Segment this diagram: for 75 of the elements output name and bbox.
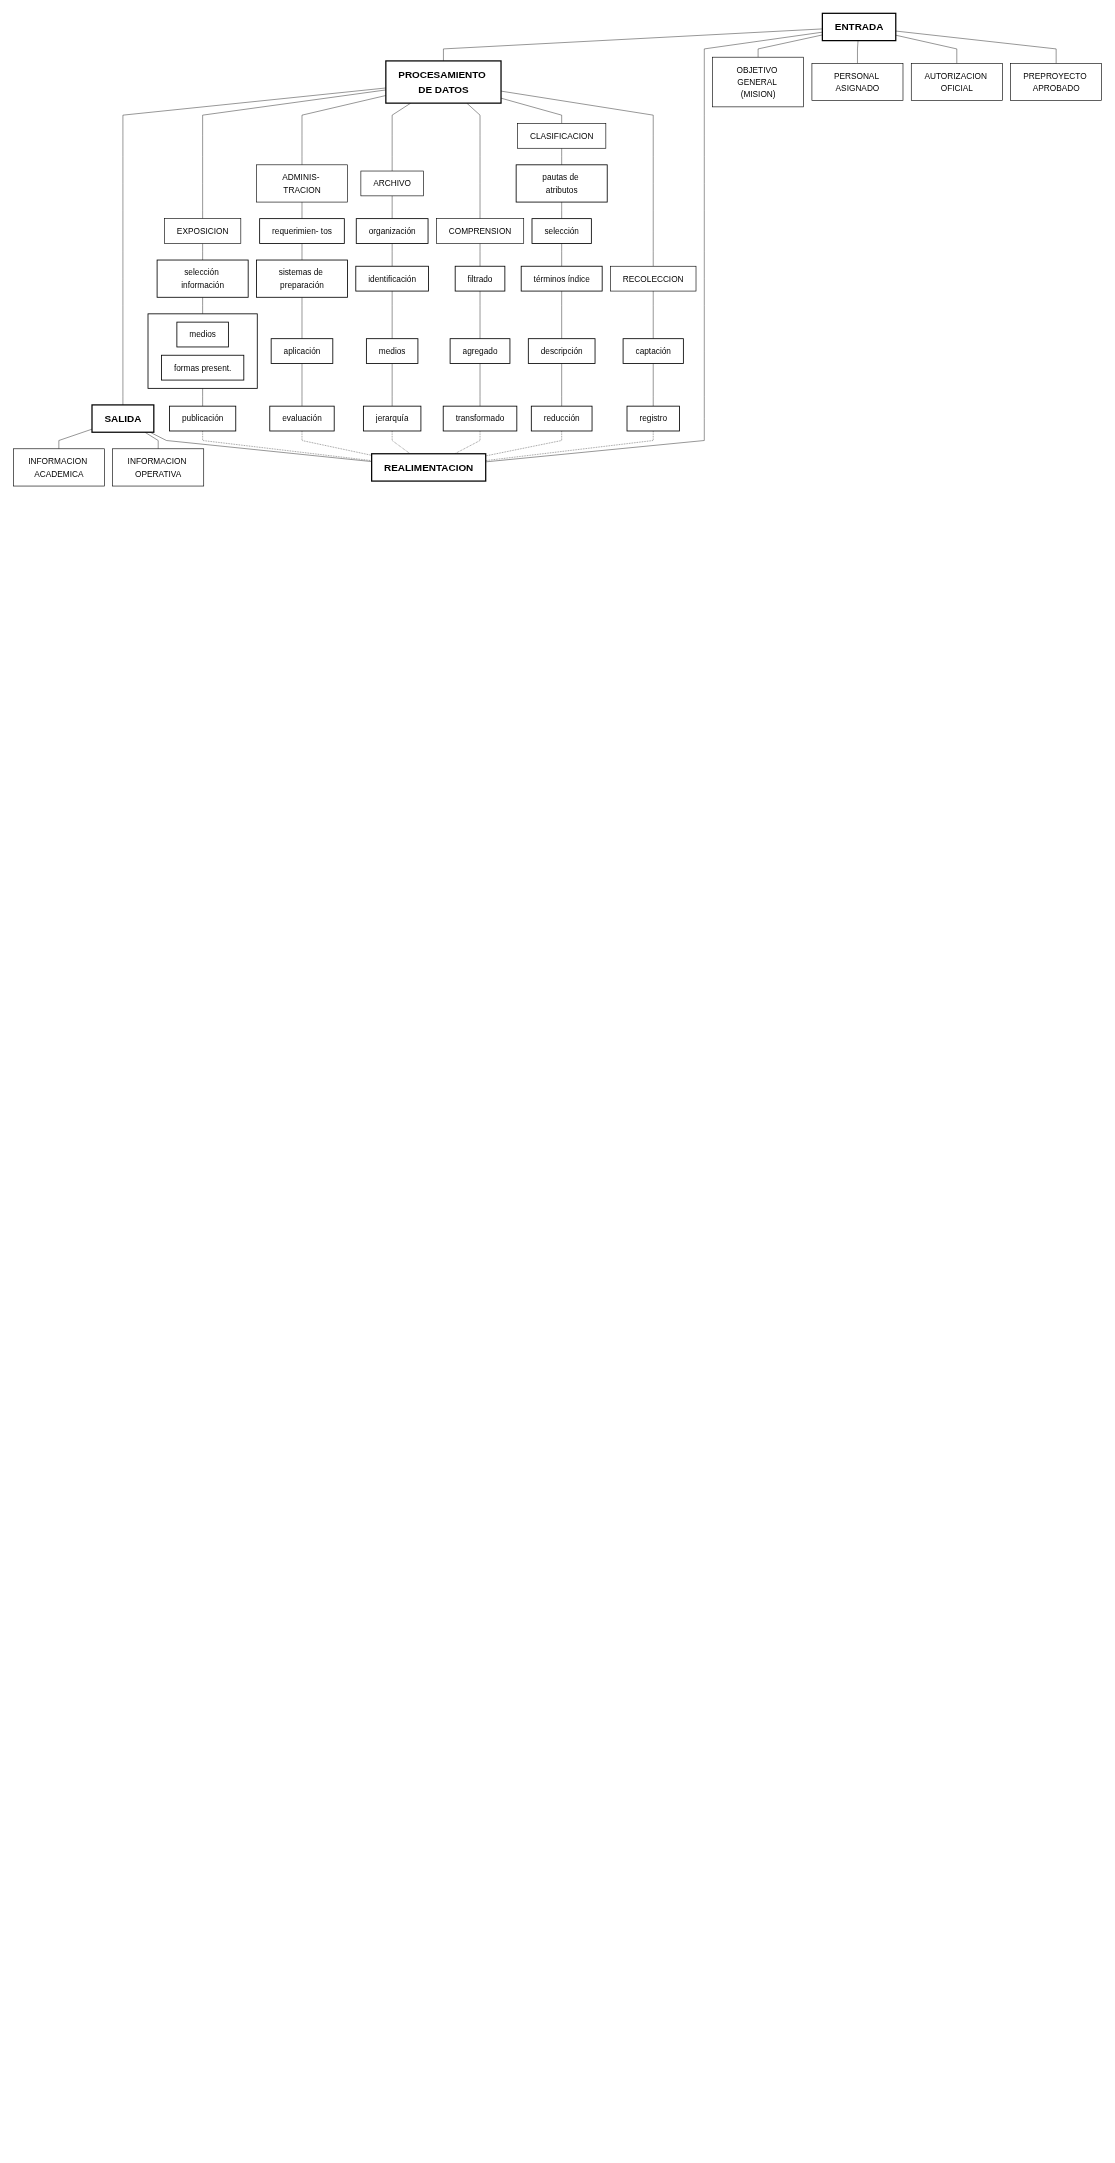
connector (653, 290, 654, 339)
node-box: sistemas de preparación (256, 259, 348, 298)
node-box: formas present. (161, 354, 245, 381)
connector (479, 243, 481, 267)
connector (485, 31, 823, 463)
connector (301, 243, 303, 261)
node-box: agregado (449, 338, 511, 364)
node-box: SALIDA (91, 404, 155, 433)
connector (391, 430, 411, 454)
node-box: descripción (527, 338, 596, 364)
node-box: registro (626, 405, 680, 432)
connector (301, 297, 303, 339)
connector (485, 430, 654, 461)
node-box: organización (355, 218, 429, 244)
connector (895, 35, 957, 64)
node-box: EXPOSICION (164, 218, 242, 244)
node-box: PROCESAMIENTO DE DATOS (385, 60, 502, 104)
connector (301, 201, 303, 219)
connector (561, 363, 562, 407)
connector (144, 432, 159, 449)
connector (653, 363, 654, 407)
node-box: evaluación (269, 405, 335, 432)
node-box: ADMINIS- TRACION (256, 164, 348, 203)
node-box: filtrado (454, 265, 506, 292)
node-box: OBJETIVO GENERAL (MISION) (712, 56, 804, 108)
node-box: pautas de atributos (515, 164, 608, 203)
node-box: ENTRADA (821, 12, 897, 42)
node-box: términos índice (520, 265, 603, 292)
cluster (147, 313, 258, 389)
node-box: selección información (156, 259, 249, 298)
node-box: INFORMACION ACADEMICA (13, 448, 105, 487)
node-box: identificación (355, 265, 429, 292)
node-box: COMPRENSION (436, 218, 525, 244)
connector (301, 430, 372, 456)
node-box: INFORMACION OPERATIVA (112, 448, 205, 487)
node-box: AUTORIZACION OFICIAL (910, 63, 1003, 101)
connector (391, 363, 393, 407)
connector (58, 428, 93, 449)
connector (895, 30, 1057, 64)
connector (561, 243, 562, 267)
node-box: publicación (169, 405, 237, 432)
node-box: transformado (442, 405, 518, 432)
connector (757, 34, 823, 58)
connector (391, 102, 411, 172)
node-box: selección (531, 218, 592, 244)
node-box: CLASIFICACION (517, 123, 607, 149)
connector (561, 290, 562, 339)
connector (391, 243, 393, 267)
connector (561, 148, 562, 166)
node-box: REALIMENTACION (371, 453, 487, 482)
connector (202, 243, 203, 261)
node-box: captación (622, 338, 684, 364)
connector (466, 102, 481, 219)
connector (202, 430, 372, 461)
connector (485, 430, 562, 457)
connector (202, 297, 203, 315)
connector (391, 290, 393, 339)
node-box: aplicación (270, 338, 334, 364)
node-box: ARCHIVO (360, 170, 424, 197)
node-box: jerarquía (362, 405, 422, 432)
node-box: PREPROYECTO APROBADO (1010, 63, 1102, 101)
node-box: reducción (530, 405, 593, 432)
node-box: requerimien- tos (259, 218, 345, 244)
connector (479, 290, 481, 339)
connector (561, 201, 562, 219)
node-box: medios (176, 321, 229, 348)
connector (301, 363, 303, 407)
node-box: RECOLECCION (610, 265, 697, 292)
connector (391, 195, 393, 219)
connector (202, 388, 203, 407)
connector (479, 363, 481, 407)
node-box: PERSONAL ASIGNADO (811, 63, 904, 101)
connector (443, 28, 823, 62)
node-box: medios (365, 338, 419, 364)
connector (857, 40, 859, 64)
